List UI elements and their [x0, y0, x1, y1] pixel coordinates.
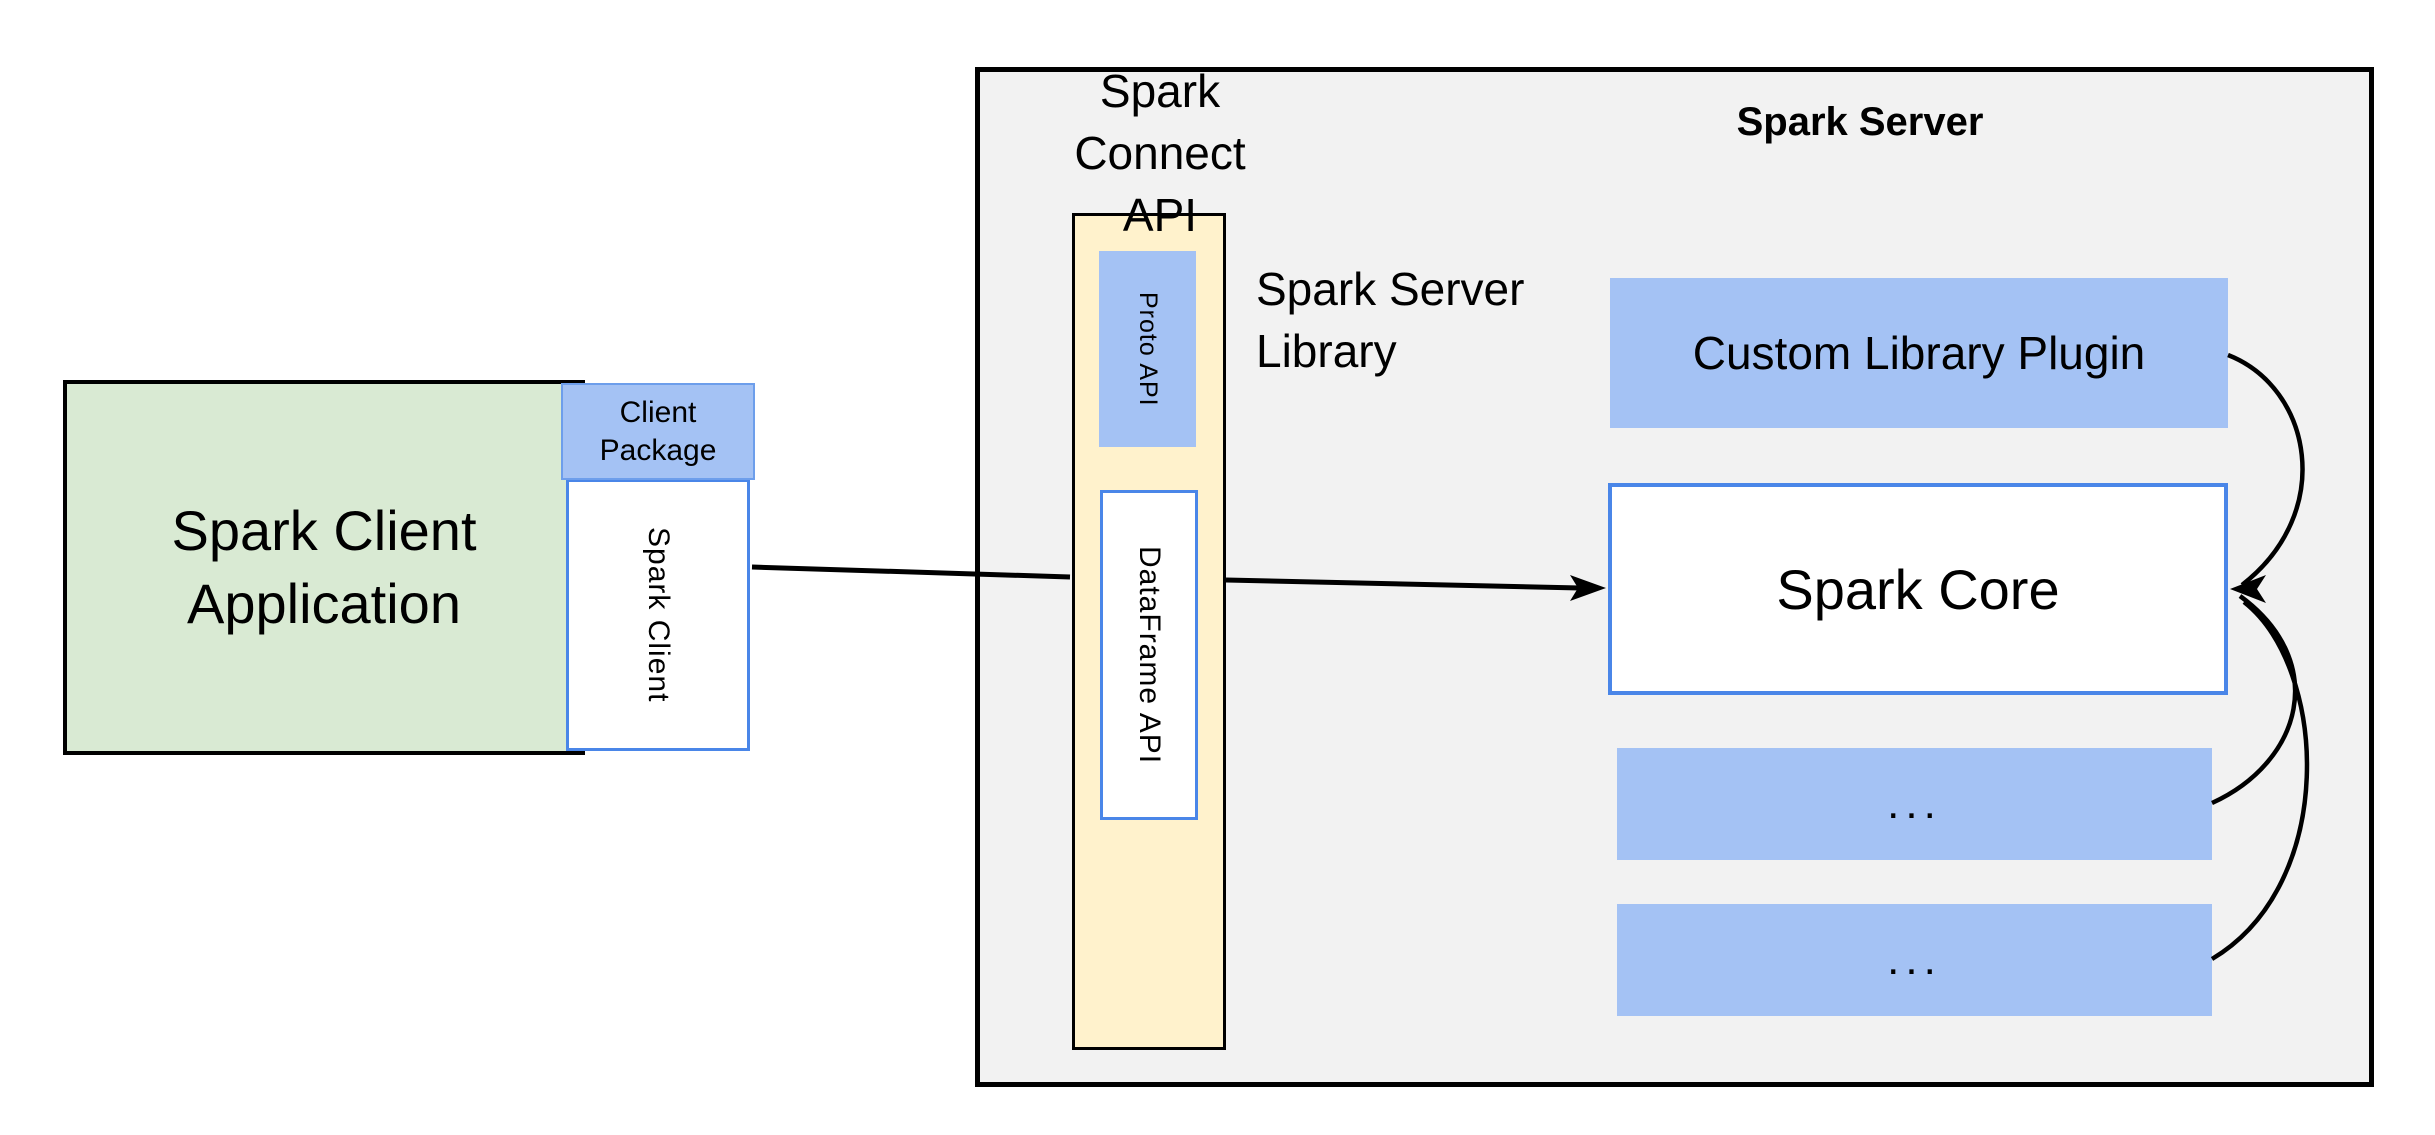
spark-client-label: Spark Client	[642, 527, 675, 703]
proto-api-label: Proto API	[1134, 291, 1162, 407]
spark-client-box: Spark Client	[566, 479, 750, 751]
spark-client-application-box: Spark Client Application	[63, 380, 585, 755]
dataframe-api-label: DataFrame API	[1133, 545, 1166, 765]
spark-server-title: Spark Server	[1736, 99, 1984, 144]
plugin-ellipsis-box-1: ...	[1617, 748, 2212, 860]
custom-library-plugin-label: Custom Library Plugin	[1692, 327, 2146, 379]
spark-core-box: Spark Core	[1608, 483, 2228, 695]
client-package-box: Client Package	[561, 383, 755, 480]
dataframe-api-box: DataFrame API	[1100, 490, 1198, 820]
spark-connect-api-label: Spark Connect API	[1074, 64, 1246, 242]
spark-client-application-label: Spark Client Application	[171, 498, 477, 635]
client-package-label: Client Package	[599, 396, 717, 467]
spark-core-label: Spark Core	[1776, 557, 2060, 621]
plugin-ellipsis-box-2: ...	[1617, 904, 2212, 1016]
proto-api-box: Proto API	[1099, 251, 1196, 447]
custom-library-plugin-box: Custom Library Plugin	[1610, 278, 2228, 428]
spark-server-library-label: Spark Server Library	[1256, 262, 1525, 377]
